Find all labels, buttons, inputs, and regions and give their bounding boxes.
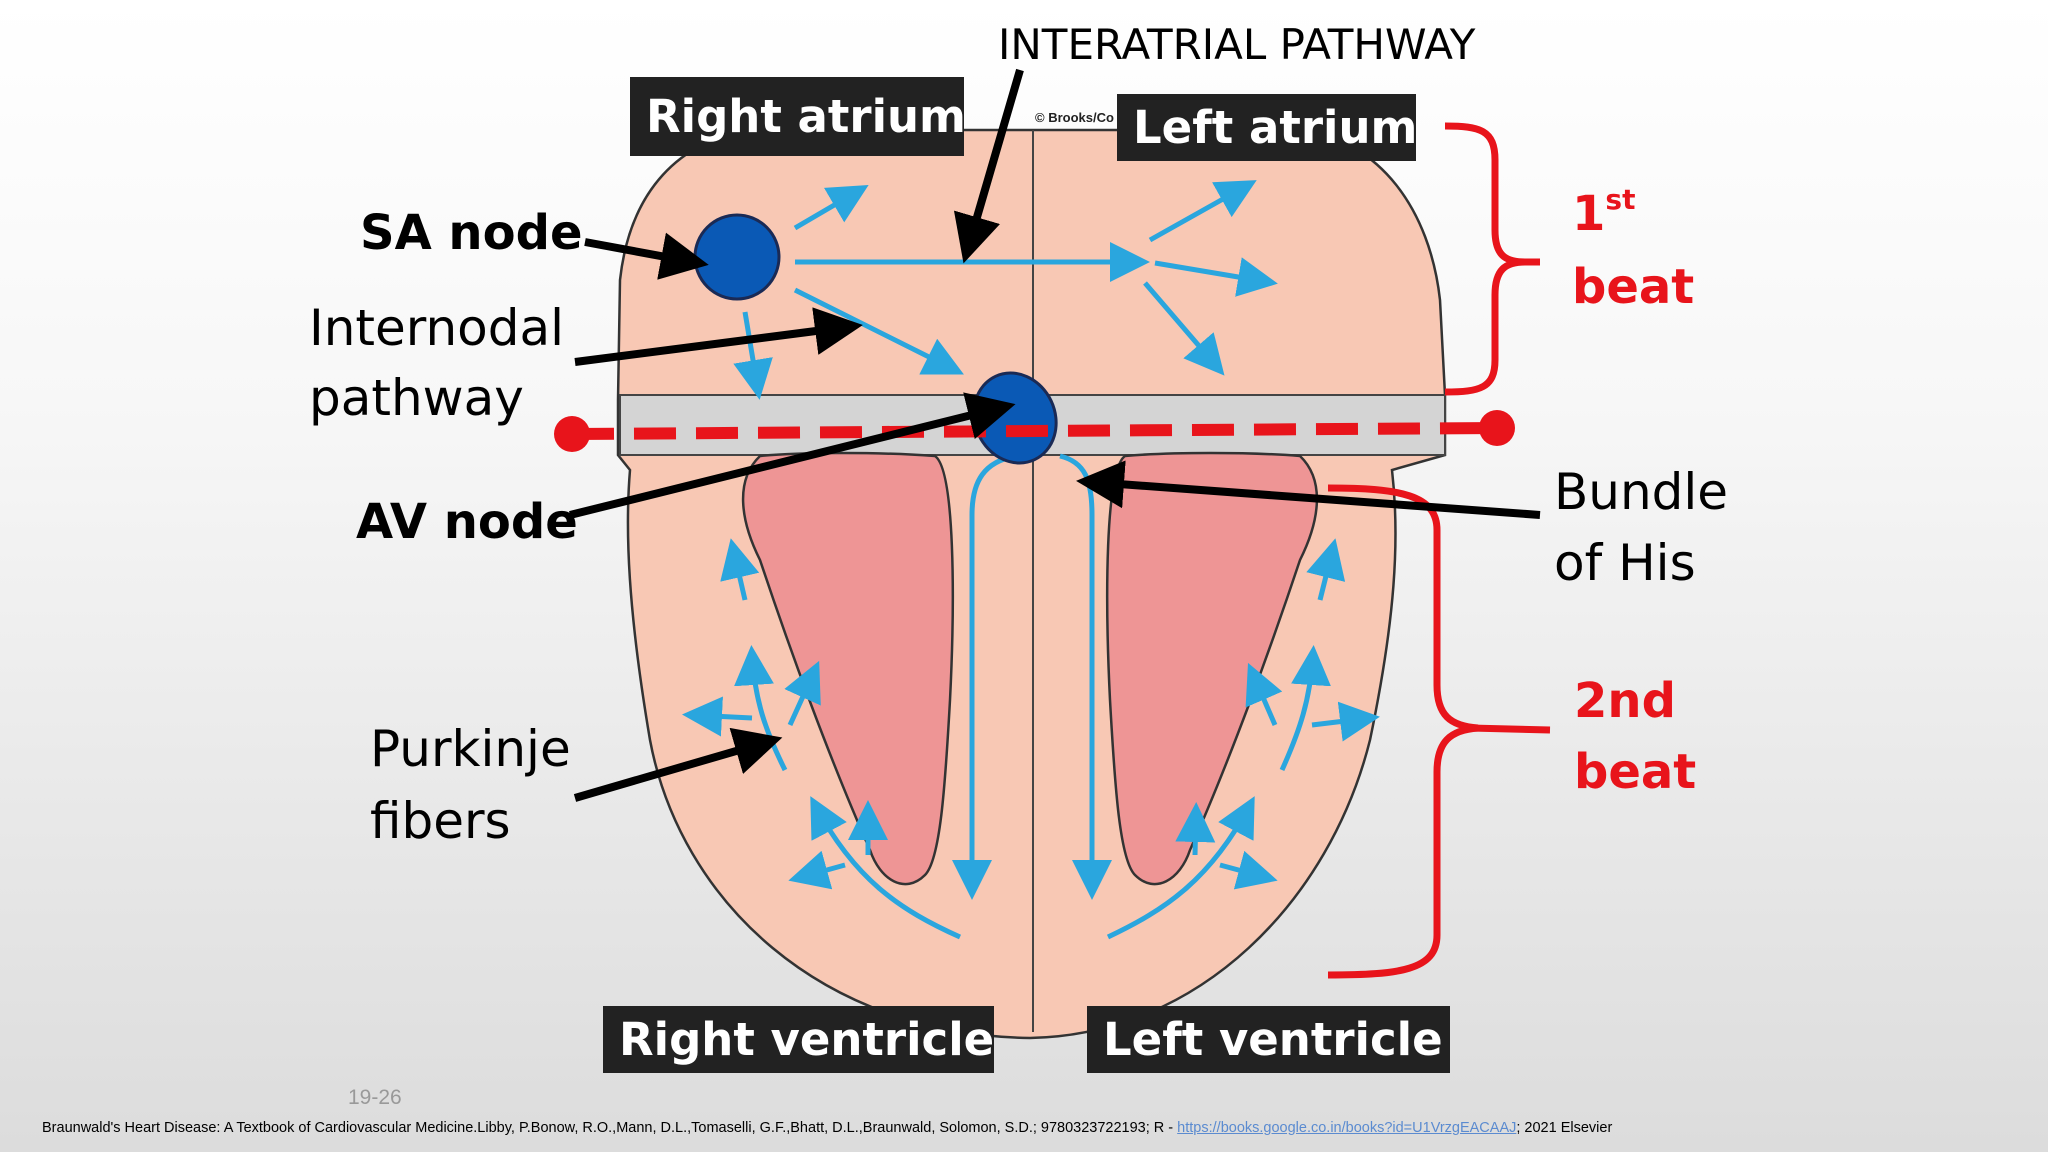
pointer-arrows [569,68,1541,802]
conduction-arrow [720,538,760,601]
bundle-label-line2: of His [1554,534,1696,592]
beat-divider-left-dot [554,416,590,452]
first-beat-brace [1444,122,1526,396]
second-beat-word: beat [1574,744,1697,800]
conduction-arrow [1148,180,1257,243]
av-node-label: AV node [356,494,578,550]
conduction-arrow [1143,281,1225,376]
first-beat-num: 1 [1572,186,1606,242]
conduction-arrow [784,660,821,727]
sa-node-pointer [584,232,709,280]
copyright-text: © Brooks/Co [1035,110,1114,125]
left-ventricle-label: Left ventricle [1087,1006,1450,1073]
beat-divider-right-dot [1479,410,1515,446]
purkinje-label-line1: Purkinje [370,720,571,778]
first-beat-superscript: st [1605,183,1636,216]
right-ventricle-cavity [741,451,955,886]
conduction-arrow [1219,850,1278,890]
conduction-arrow [1306,538,1346,601]
conduction-arrow [1245,662,1283,726]
conduction-arrow [1311,701,1380,742]
purkinje-left-lower [1106,796,1255,940]
conduction-arrow [1175,802,1216,856]
citation-suffix: ; 2021 Elsevier [1516,1120,1613,1136]
av-node-pointer [569,392,1016,519]
purkinje-right-lower [810,796,962,940]
citation-text: Braunwald's Heart Disease: A Textbook of… [42,1120,1178,1136]
sa-node-label: SA node [360,205,583,261]
purkinje-pointer [573,727,783,802]
conduction-arrow [793,184,869,231]
sa-node [693,213,781,301]
bundle-label-line1: Bundle [1554,463,1729,521]
slide-number: 19-26 [348,1086,402,1109]
conduction-arrow [788,850,846,890]
first-beat-word: beat [1572,259,1695,315]
right-atrium-label: Right atrium [630,77,966,156]
citation-link[interactable]: https://books.google.co.in/books?id=U1Vr… [1177,1120,1517,1136]
conduction-arrow [682,696,753,737]
right-ventricle-label: Right ventricle [603,1006,994,1073]
bundle-pointer [1076,460,1541,519]
interatrial-pointer [953,68,1024,264]
purkinje-label-line2: fibers [370,792,511,850]
internodal-label-line1: Internodal [309,299,565,357]
left-atrium-label: Left atrium [1117,94,1417,161]
conduction-arrow [793,287,964,375]
internodal-pointer [574,307,863,366]
purkinje-left-upper [1279,645,1331,772]
conduction-arrow [733,311,773,400]
first-beat-number: 1st [1572,186,1635,239]
interatrial-pathway-label: INTERATRIAL PATHWAY [998,20,1476,69]
second-beat-brace-tail [1469,724,1551,734]
internodal-label-line2: pathway [309,369,524,427]
second-beat-number: 2nd [1574,673,1676,729]
beat-divider-dashed-line [571,422,1498,440]
conduction-arrow [1154,257,1278,297]
citation-footer: Braunwald's Heart Disease: A Textbook of… [42,1120,1612,1136]
